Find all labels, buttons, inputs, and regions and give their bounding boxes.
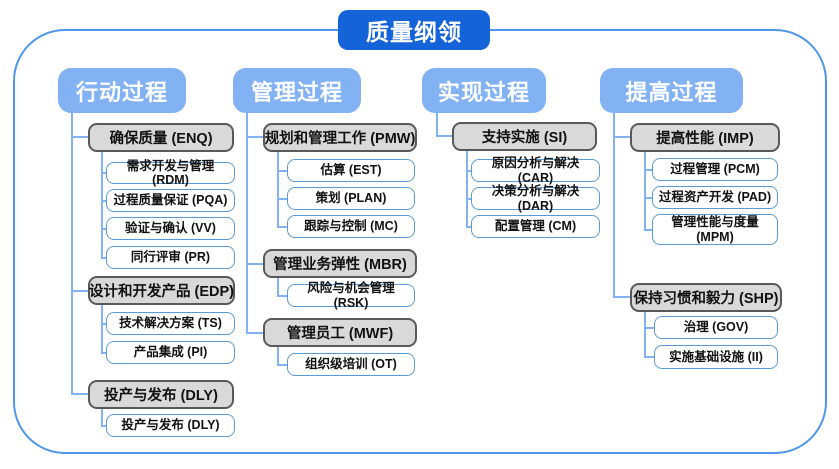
node-dly-child: 投产与发布 (DLY): [106, 414, 235, 437]
header-implementation-process: 实现过程: [422, 68, 546, 113]
node-ts: 技术解决方案 (TS): [106, 312, 235, 335]
connector-line: [644, 356, 654, 358]
node-mpm: 管理性能与度量 (MPM): [652, 214, 778, 245]
connector-line: [466, 226, 472, 228]
connector-line: [644, 229, 652, 231]
node-ii: 实施基础设施 (II): [654, 345, 778, 369]
node-pcm: 过程管理 (PCM): [652, 158, 778, 181]
node-si: 支持实施 (SI): [452, 122, 597, 151]
connector-line: [277, 152, 279, 228]
connector-line: [466, 170, 472, 172]
header-management-process: 管理过程: [233, 68, 361, 113]
node-vv: 验证与确认 (VV): [106, 217, 235, 240]
node-car: 原因分析与解决 (CAR): [471, 156, 600, 185]
connector-line: [277, 198, 288, 200]
connector-line: [101, 305, 103, 354]
connector-line: [246, 136, 264, 138]
connector-line: [644, 327, 654, 329]
node-plan: 策划 (PLAN): [287, 187, 415, 210]
connector-line: [101, 409, 103, 427]
connector-line: [101, 323, 107, 325]
connector-line: [277, 278, 279, 296]
connector-line: [101, 257, 107, 259]
connector-line: [644, 312, 646, 358]
node-cm: 配置管理 (CM): [471, 215, 600, 238]
connector-line: [101, 228, 107, 230]
node-mwf: 管理员工 (MWF): [263, 318, 417, 347]
connector-line: [246, 332, 264, 334]
node-mc: 跟踪与控制 (MC): [287, 215, 415, 238]
node-imp: 提高性能 (IMP): [630, 123, 780, 152]
connector-line: [466, 151, 468, 228]
connector-line: [613, 113, 615, 298]
node-ot: 组织级培训 (OT): [287, 353, 415, 376]
connector-line: [277, 295, 288, 297]
node-mbr: 管理业务弹性 (MBR): [263, 249, 417, 278]
node-dar: 决策分析与解决 (DAR): [471, 184, 600, 213]
node-pi: 产品集成 (PI): [106, 341, 235, 364]
connector-line: [101, 425, 107, 427]
connector-line: [644, 152, 646, 230]
connector-line: [71, 113, 73, 395]
connector-line: [101, 172, 107, 174]
connector-line: [246, 113, 248, 334]
connector-line: [613, 136, 631, 138]
node-rsk: 风险与机会管理 (RSK): [287, 281, 415, 310]
node-pad: 过程资产开发 (PAD): [652, 186, 778, 209]
connector-line: [644, 197, 652, 199]
node-rdm: 需求开发与管理 (RDM): [106, 159, 235, 187]
node-pqa: 过程质量保证 (PQA): [106, 189, 235, 212]
node-gov: 治理 (GOV): [654, 316, 778, 339]
connector-line: [436, 113, 438, 137]
connector-line: [101, 200, 107, 202]
node-pmw: 规划和管理工作 (PMW): [263, 123, 417, 152]
connector-line: [644, 169, 652, 171]
connector-line: [466, 198, 472, 200]
node-shp: 保持习惯和毅力 (SHP): [630, 283, 782, 312]
diagram-title: 质量纲领: [338, 10, 490, 50]
connector-line: [71, 136, 88, 138]
connector-line: [277, 226, 288, 228]
connector-line: [101, 152, 103, 259]
node-edp: 设计和开发产品 (EDP): [88, 276, 235, 305]
node-pr: 同行评审 (PR): [106, 246, 235, 269]
connector-line: [277, 347, 279, 365]
header-improvement-process: 提高过程: [600, 68, 743, 113]
connector-line: [101, 352, 107, 354]
connector-line: [277, 170, 288, 172]
node-dly: 投产与发布 (DLY): [88, 380, 234, 409]
connector-line: [613, 296, 631, 298]
connector-line: [71, 393, 88, 395]
connector-line: [277, 364, 288, 366]
node-est: 估算 (EST): [287, 159, 415, 182]
connector-line: [71, 290, 88, 292]
connector-line: [246, 263, 264, 265]
node-enq: 确保质量 (ENQ): [88, 123, 234, 152]
connector-line: [436, 135, 453, 137]
header-action-process: 行动过程: [58, 68, 186, 113]
